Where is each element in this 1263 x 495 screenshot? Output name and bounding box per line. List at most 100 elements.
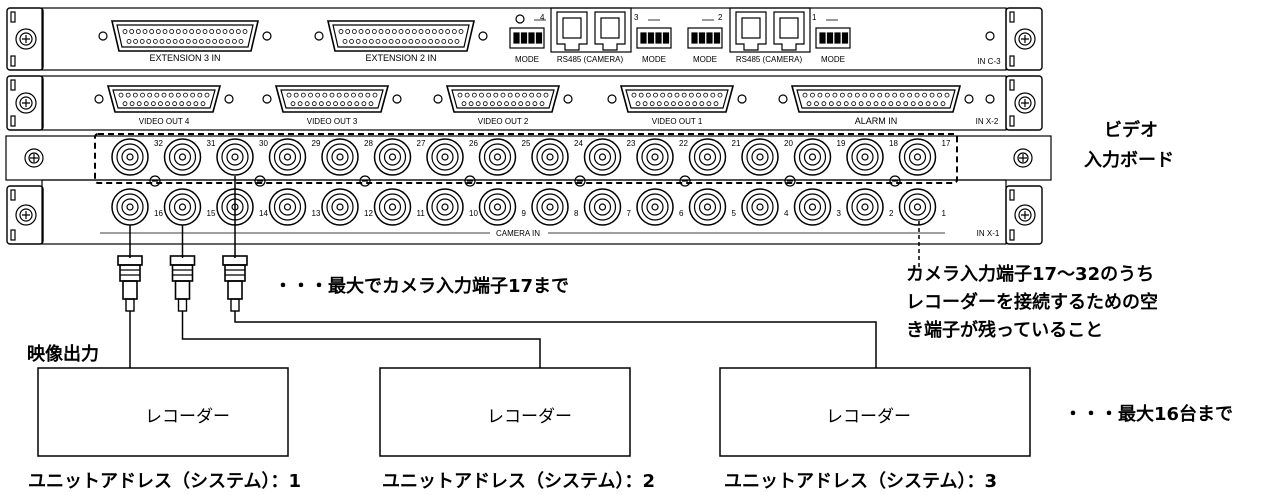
alarm-in-connector-shell [790, 85, 962, 113]
pin [888, 101, 894, 107]
ground-screw-icon [784, 175, 796, 187]
bnc-connector-top-body [693, 143, 722, 171]
pin [408, 39, 414, 44]
pin [365, 29, 371, 34]
bnc-connector-bottom-insulator [803, 198, 822, 216]
screw-icon [1013, 148, 1033, 168]
bnc-connector-top-insulator [383, 148, 402, 166]
pin [858, 101, 864, 107]
pin [929, 92, 935, 98]
pin [434, 39, 440, 44]
bnc-connector-top-insulator [751, 148, 769, 166]
bnc-connector-bottom-body [483, 193, 512, 221]
pin [486, 92, 492, 98]
recorder-box-3 [719, 367, 1031, 457]
rs485-block-right-port-b-jack [773, 11, 805, 51]
bnc-connector-top-nut [478, 138, 517, 176]
extension3-connector-insert [116, 24, 254, 48]
mode-switch-4-body [509, 27, 545, 49]
video-out-1-connector-insert [625, 89, 729, 109]
pin [851, 101, 857, 107]
pin [457, 92, 463, 98]
bnc-connector-bottom-nut [898, 188, 937, 226]
rs485-block-left-port-b-contacts [600, 17, 620, 39]
pin [349, 39, 354, 44]
panel-frame-c3 [41, 7, 1007, 71]
pin [421, 39, 427, 44]
dip-lever [819, 32, 826, 44]
bnc-connector-top-pin [861, 153, 869, 161]
bnc-connector-top-pin [178, 153, 187, 161]
bnc-number: 19 [837, 139, 846, 148]
pin [525, 101, 531, 107]
pin [290, 101, 296, 107]
screw-icon [22, 99, 30, 107]
mode-switch-2-body [687, 27, 723, 49]
bnc-connector-top [531, 138, 569, 176]
pin [656, 101, 662, 107]
bnc-connector-top-pin [388, 153, 397, 161]
bnc-connector-top-pin [283, 153, 292, 161]
bnc-connector-top [793, 138, 832, 176]
bnc-number: 32 [154, 139, 163, 148]
mode-switch-3 [636, 27, 672, 49]
pin [189, 29, 195, 34]
bnc-connector-top-nut [741, 138, 779, 176]
pin [209, 29, 215, 34]
dip-lever [826, 32, 834, 44]
pin [401, 39, 407, 44]
bnc-connector-bottom-insulator [173, 198, 192, 216]
screw-icon [24, 148, 44, 168]
bnc-connector-top-pin [598, 153, 607, 161]
bnc-connector-bottom-nut [531, 188, 569, 226]
pin [322, 92, 328, 98]
mode-switch-4 [509, 27, 545, 49]
bnc-number: 31 [207, 139, 216, 148]
bnc-connector-top [741, 138, 779, 176]
bnc-connector-bottom [268, 188, 307, 226]
pin [806, 101, 812, 107]
bnc-number: 30 [259, 139, 268, 148]
bnc-connector-top-body [798, 143, 827, 171]
pin [703, 92, 709, 98]
screw-icon [19, 96, 33, 110]
pin [511, 101, 517, 107]
bnc-connector-top-body [903, 143, 932, 171]
pin [663, 101, 669, 107]
pin [162, 29, 168, 34]
pin [504, 101, 509, 107]
bnc-connector-top-body [746, 143, 774, 171]
rs485-label: RS485 (CAMERA) [557, 55, 624, 64]
bnc-connector-top-nut [268, 138, 307, 176]
bnc-connector-bottom [688, 188, 727, 226]
pin [881, 101, 886, 107]
pin [135, 29, 141, 34]
pin [358, 29, 364, 34]
pin [202, 29, 208, 34]
pin [215, 29, 221, 34]
pin [832, 92, 838, 98]
video-out-1-label: VIDEO OUT 1 [652, 117, 703, 126]
screw-icon [15, 28, 37, 50]
pin [814, 101, 819, 107]
pin [854, 92, 860, 98]
pin [653, 92, 658, 98]
pin [696, 92, 701, 98]
bnc-connector-top [478, 138, 517, 176]
pin [385, 29, 391, 34]
bnc-connector-bottom [321, 188, 359, 226]
pin [471, 92, 477, 98]
pin [692, 101, 698, 107]
bnc-connector-top-nut [163, 138, 202, 176]
pin [347, 101, 353, 107]
bnc-plug-1-boot [122, 280, 138, 300]
video-out-3-label: VIDEO OUT 3 [307, 117, 358, 126]
pin [329, 92, 335, 98]
pin [415, 39, 420, 44]
dip-lever [698, 32, 706, 44]
pin [873, 101, 879, 107]
bnc-connector-top-nut [688, 138, 727, 176]
rack-ear-left-plate [6, 185, 44, 245]
rs485-block-left-port-b [594, 11, 626, 51]
